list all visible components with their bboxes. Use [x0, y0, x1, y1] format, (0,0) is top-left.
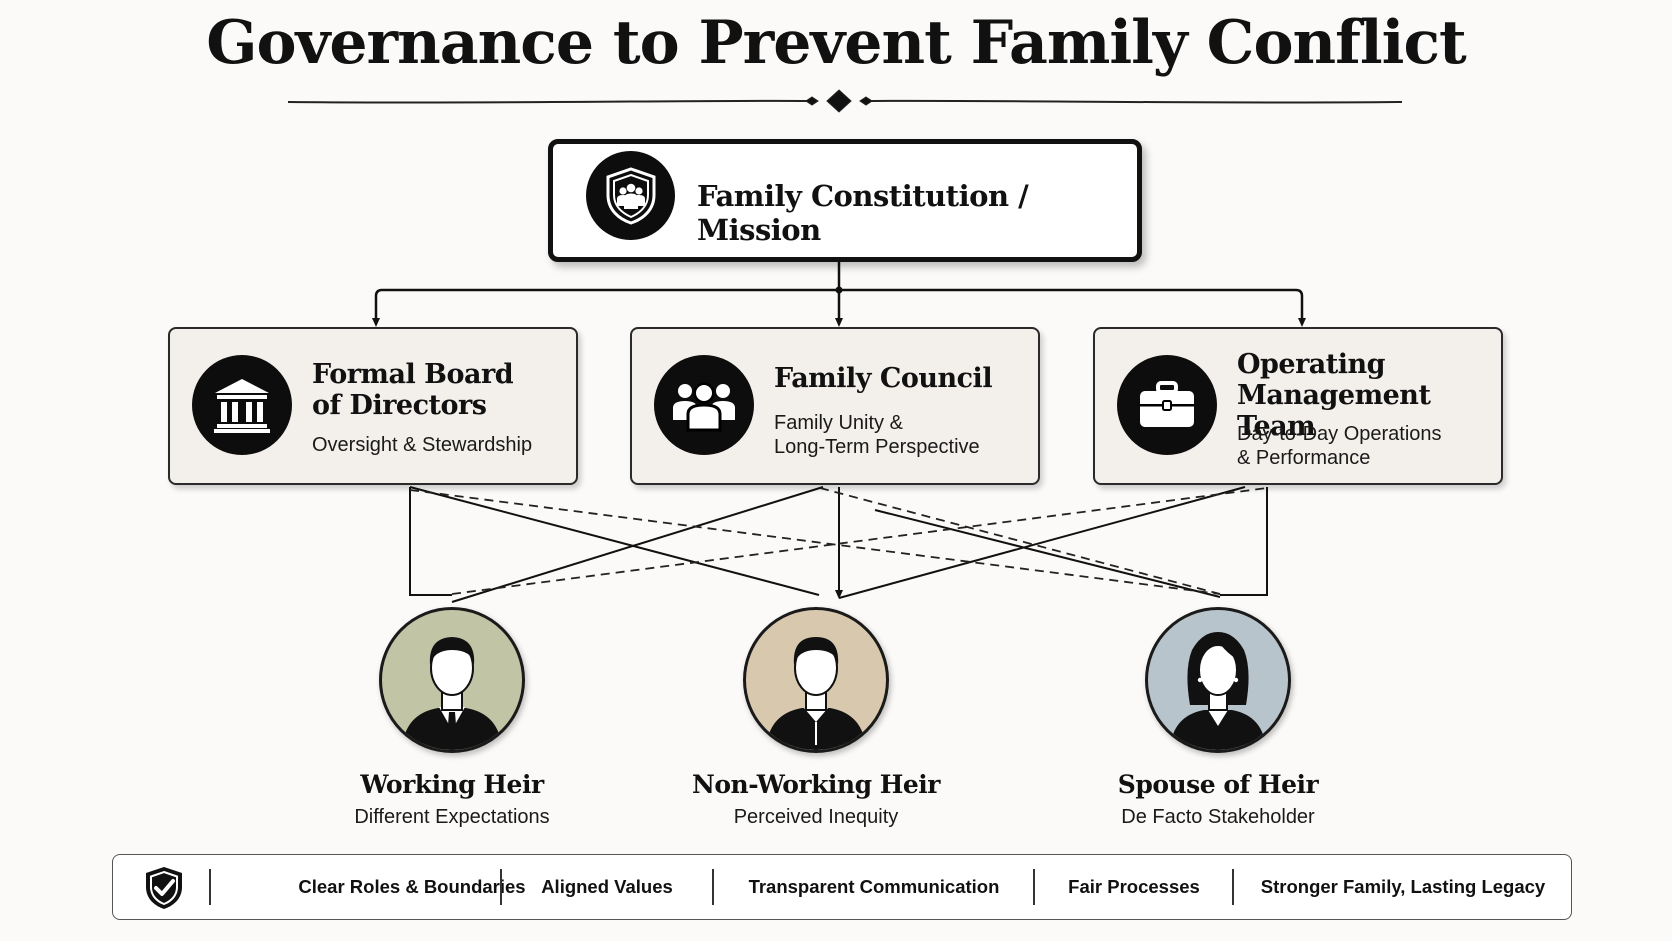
spouse-of-heir-desc: De Facto Stakeholder [1121, 806, 1315, 828]
formal-board-title: Formal Board of Directors [312, 359, 514, 421]
family-constitution-label: Family Constitution / Mission [697, 179, 1029, 247]
working-heir-name: Working Heir [360, 770, 544, 799]
working-heir-desc: Different Expectations [354, 806, 550, 828]
footer-item-stronger-family: Stronger Family, Lasting Legacy [1260, 876, 1546, 897]
footer-banner: Clear Roles & Boundaries Aligned Values … [112, 854, 1572, 920]
formal-board-desc: Oversight & Stewardship [312, 434, 533, 456]
working-heir-avatar [379, 607, 525, 753]
footer-divider [500, 869, 502, 905]
family-council-desc: Family Unity & Long-Term Perspective [774, 412, 980, 458]
operating-management-desc: Day-to-Day Operations & Performance [1237, 423, 1442, 469]
family-council-box: Family Council Family Unity & Long-Term … [630, 327, 1040, 485]
shield-check-icon [146, 867, 182, 909]
group-icon [654, 355, 754, 455]
formal-board-box: Formal Board of Directors Oversight & St… [168, 327, 578, 485]
footer-divider [712, 869, 714, 905]
footer-divider [209, 869, 211, 905]
woman-icon [1170, 632, 1266, 750]
briefcase-icon [1117, 355, 1217, 455]
page-title: Governance to Prevent Family Conflict [206, 8, 1466, 78]
footer-item-aligned-values: Aligned Values [541, 876, 673, 897]
footer-item-transparent-communication: Transparent Communication [748, 876, 1000, 897]
man-suit-icon [402, 637, 502, 750]
title-ornament [287, 89, 1403, 113]
non-working-heir-avatar [743, 607, 889, 753]
spouse-of-heir-avatar [1145, 607, 1291, 753]
institution-icon [192, 355, 292, 455]
shield-family-icon [586, 151, 675, 240]
operating-management-title: Operating Management Team [1237, 349, 1431, 442]
footer-divider [1033, 869, 1035, 905]
family-council-title: Family Council [774, 363, 993, 394]
family-constitution-box: Family Constitution / Mission [548, 139, 1142, 262]
footer-item-clear-roles: Clear Roles & Boundaries [298, 876, 526, 897]
footer-item-fair-processes: Fair Processes [1068, 876, 1200, 897]
operating-management-box: Operating Management Team Day-to-Day Ope… [1093, 327, 1503, 485]
non-working-heir-name: Non-Working Heir [692, 770, 940, 799]
spouse-of-heir-name: Spouse of Heir [1117, 770, 1319, 799]
man-casual-icon [766, 637, 866, 750]
footer-divider [1232, 869, 1234, 905]
non-working-heir-desc: Perceived Inequity [733, 806, 899, 828]
